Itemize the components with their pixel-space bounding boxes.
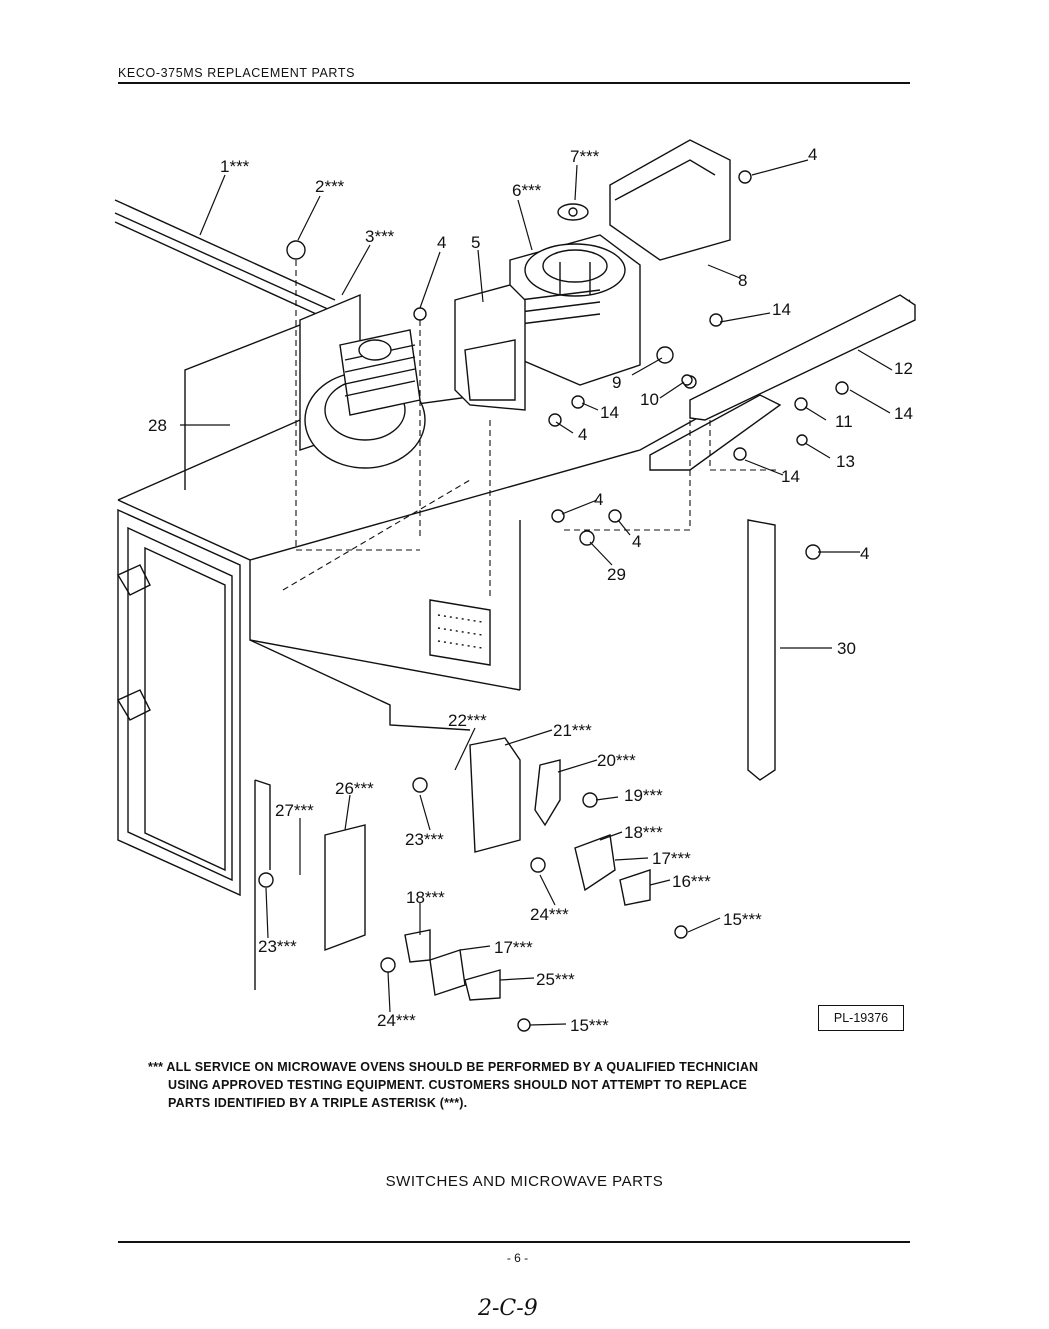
interlock-switch-upper (469, 737, 651, 906)
magnetron-assembly (509, 203, 641, 386)
callout-label: 6*** (512, 181, 542, 200)
callout-label: 13 (836, 452, 855, 471)
callout-label: 10 (640, 390, 659, 409)
callout-label: 1*** (220, 157, 250, 176)
callout-label: 21*** (553, 721, 592, 740)
exploded-parts-diagram: 1*** 2*** 3*** 4 5 6*** 7*** 4 8 14 12 1… (114, 139, 916, 1035)
callout-label: 26*** (335, 779, 374, 798)
callout-label: 3*** (365, 227, 395, 246)
callout-label: 25*** (536, 970, 575, 989)
door-frame (116, 508, 241, 897)
vent-panel (429, 599, 491, 666)
callout-label: 4 (860, 544, 869, 563)
callout-label: 7*** (570, 147, 600, 166)
callout-label: 27*** (275, 801, 314, 820)
figure-caption: SWITCHES AND MICROWAVE PARTS (385, 1173, 664, 1190)
footer-rule (118, 1241, 910, 1243)
callout-label: 11 (835, 412, 853, 431)
callout-label: 16*** (672, 872, 711, 891)
waveguide (454, 284, 526, 411)
callout-label: 12 (894, 359, 913, 378)
callout-label: 14 (781, 467, 800, 486)
callout-label: 8 (738, 271, 747, 290)
callout-label: 17*** (652, 849, 691, 868)
right-bracket (649, 294, 916, 471)
note-line: PARTS IDENTIFIED BY A TRIPLE ASTERISK (*… (168, 1096, 468, 1110)
interlock-switch-lower (324, 824, 501, 1001)
callout-label: 23*** (405, 830, 444, 849)
callout-label: 14 (600, 403, 619, 422)
callout-label: 17*** (494, 938, 533, 957)
top-rail (114, 199, 336, 319)
callout-label: 18*** (624, 823, 663, 842)
callout-label: 4 (578, 425, 587, 444)
blower-assembly (299, 293, 426, 469)
callout-label: 4 (632, 532, 641, 551)
page-header-title: KECO-375MS REPLACEMENT PARTS (118, 66, 356, 80)
callout-label: 4 (808, 145, 817, 164)
callout-label: 2*** (315, 177, 345, 196)
callout-label: 30 (837, 639, 856, 658)
callout-label: 18*** (406, 888, 445, 907)
assembly-guide-lines (282, 260, 780, 600)
callout-label: 9 (612, 373, 621, 392)
callout-label: 14 (894, 404, 913, 423)
callout-label: 5 (471, 233, 480, 252)
callout-label: 24*** (377, 1011, 416, 1030)
page-number: - 6 - (506, 1251, 529, 1265)
callout-label: 24*** (530, 905, 569, 924)
callout-labels: 1*** 2*** 3*** 4 5 6*** 7*** 4 8 14 12 1… (148, 145, 913, 1035)
callout-label: 28 (148, 416, 167, 435)
fasteners (258, 170, 849, 1032)
leader-lines (180, 159, 893, 1026)
header-rule (118, 82, 910, 84)
callout-label: 15*** (723, 910, 762, 929)
diagram-id-box: PL-19376 (818, 1005, 904, 1031)
note-line: *** ALL SERVICE ON MICROWAVE OVENS SHOUL… (148, 1060, 759, 1074)
handwritten-reference: 2-C-9 (478, 1296, 538, 1321)
callout-label: 19*** (624, 786, 663, 805)
callout-label: 4 (437, 233, 446, 252)
side-panel (747, 519, 776, 781)
note-line: USING APPROVED TESTING EQUIPMENT. CUSTOM… (168, 1078, 747, 1092)
callout-label: 15*** (570, 1016, 609, 1035)
callout-label: 14 (772, 300, 791, 319)
service-warning-note: *** ALL SERVICE ON MICROWAVE OVENS SHOUL… (148, 1058, 868, 1112)
callout-label: 29 (607, 565, 626, 584)
callout-label: 4 (594, 490, 603, 509)
air-duct (609, 139, 731, 261)
callout-label: 20*** (597, 751, 636, 770)
callout-label: 23*** (258, 937, 297, 956)
callout-label: 22*** (448, 711, 487, 730)
